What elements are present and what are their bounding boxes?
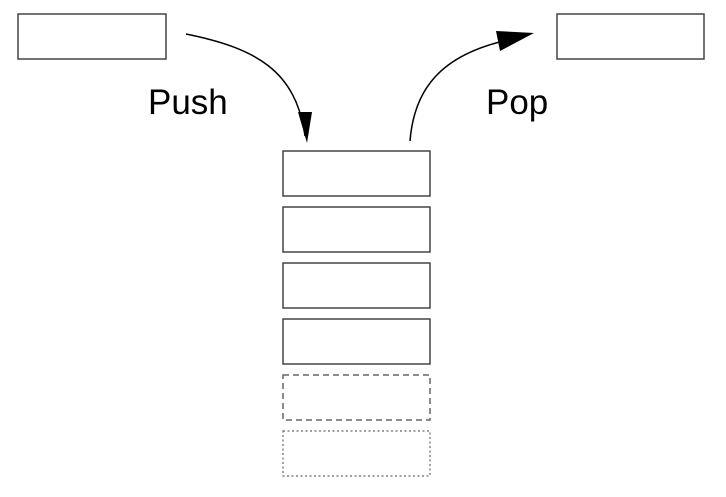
stack-slot-empty-dotted (282, 430, 431, 477)
push-label: Push (148, 83, 228, 122)
stack-slot (282, 262, 431, 309)
stack-slot (282, 150, 431, 197)
push-arrowhead (298, 112, 312, 143)
outgoing-element-box (556, 13, 705, 60)
incoming-element-box (17, 13, 167, 60)
pop-arrowhead (496, 31, 534, 51)
pop-label: Pop (486, 83, 548, 122)
stack-slot-empty-dashed (282, 374, 431, 421)
stack-slot (282, 318, 431, 365)
pop-arrow (409, 39, 509, 142)
stack-slot (282, 206, 431, 253)
stack (282, 150, 431, 477)
